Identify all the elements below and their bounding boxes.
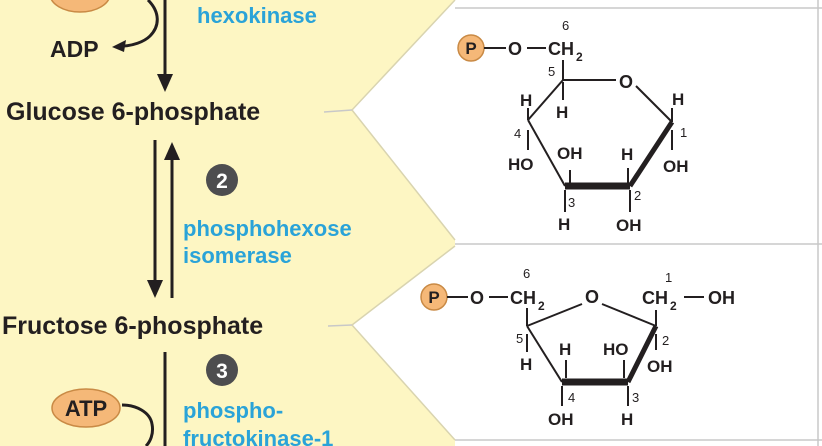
step2-enzyme-line2: isomerase: [183, 243, 292, 268]
cofactor-arrowhead-1: [112, 40, 126, 52]
atom-ring-o-fructose: O: [585, 287, 599, 307]
atom-oh-c1-glucose: OH: [663, 157, 689, 176]
atom-h-c2-glucose: H: [621, 145, 633, 164]
atom-ch2-right-sub-fructose: 2: [670, 299, 677, 313]
carbon-number-1-fructose: 1: [665, 270, 672, 285]
atom-o-link-glucose: O: [508, 39, 522, 59]
phosphate-p-fructose: P: [428, 288, 439, 307]
glucose-6-phosphate-label: Glucose 6-phosphate: [6, 98, 260, 126]
atom-h-c5-fructose: H: [520, 355, 532, 374]
atom-ring-o-glucose: O: [619, 72, 633, 92]
step2-number: 2: [216, 170, 228, 193]
phosphate-p-glucose: P: [465, 39, 476, 58]
carbon-number-6-fructose: 6: [523, 266, 530, 281]
atom-oh-c4-fructose: OH: [548, 410, 574, 429]
fructose-6-phosphate-label: Fructose 6-phosphate: [2, 312, 263, 340]
connector-glucose: [323, 109, 353, 113]
carbon-number-4-fructose: 4: [568, 390, 575, 405]
step2-arrowhead-up: [164, 142, 180, 160]
atom-o-link-fructose: O: [470, 288, 484, 308]
carbon-number-2-fructose: 2: [662, 333, 669, 348]
carbon-number-4-glucose: 4: [514, 126, 521, 141]
step1-enzyme-label: hexokinase: [197, 3, 317, 28]
step3-atp-badge: [51, 388, 121, 428]
carbon-number-5-glucose: 5: [548, 64, 555, 79]
step1-arrowhead: [157, 74, 173, 92]
atom-ho-c3-fructose: HO: [603, 340, 629, 359]
fructose-6-phosphate-structure: P O CH 2 6 O 5 4 3 2 1 CH 2 OH H H OH HO: [420, 266, 735, 429]
atom-h-c3-glucose: H: [558, 215, 570, 234]
atom-h-c4-fructose: H: [559, 340, 571, 359]
step2-enzyme-line1: phosphohexose: [183, 216, 352, 241]
atom-oh-c2-glucose: OH: [616, 216, 642, 235]
cofactor-curve-arrow-3: [121, 403, 154, 446]
carbon-number-1-glucose: 1: [680, 125, 687, 140]
step3-enzyme-line1: phospho-: [183, 398, 283, 423]
atom-h-c5-glucose: H: [556, 103, 568, 122]
step3-atp-label: ATP: [65, 396, 107, 421]
carbon-number-5-fructose: 5: [516, 331, 523, 346]
carbon-number-6-glucose: 6: [562, 18, 569, 33]
atom-ch2-glucose: CH: [548, 39, 574, 59]
atom-oh-c1-fructose: OH: [708, 288, 735, 308]
glucose-6-phosphate-structure: P O CH 2 6 O 5 4 3 2 1 H HO H H OH OH: [457, 18, 689, 235]
connector-fructose: [327, 324, 353, 327]
step3-circle: [206, 354, 238, 386]
atom-ho-c4-glucose: HO: [508, 155, 534, 174]
atom-oh-c3-glucose: OH: [557, 144, 583, 163]
step3-number: 3: [216, 360, 228, 383]
cofactor-curve-arrow-1: [121, 0, 159, 48]
carbon-number-3-fructose: 3: [632, 390, 639, 405]
atom-oh-c2-fructose: OH: [647, 357, 673, 376]
step2-arrowhead-down: [147, 280, 163, 298]
step2-circle: [206, 164, 238, 196]
atom-h-c3-fructose: H: [621, 410, 633, 429]
carbon-number-2-glucose: 2: [634, 188, 641, 203]
atom-ch2-fructose: CH: [510, 288, 536, 308]
atom-ch2-right-fructose: CH: [642, 288, 668, 308]
adp-label: ADP: [50, 36, 99, 62]
atom-h-c4-glucose: H: [520, 91, 532, 110]
atp-badge-partial: [50, 0, 110, 13]
atom-h-c1-glucose: H: [672, 90, 684, 109]
step3-enzyme-line2: fructokinase-1: [183, 426, 333, 446]
carbon-number-3-glucose: 3: [568, 195, 575, 210]
atom-ch2-sub-glucose: 2: [576, 50, 583, 64]
atom-ch2-sub-fructose: 2: [538, 299, 545, 313]
